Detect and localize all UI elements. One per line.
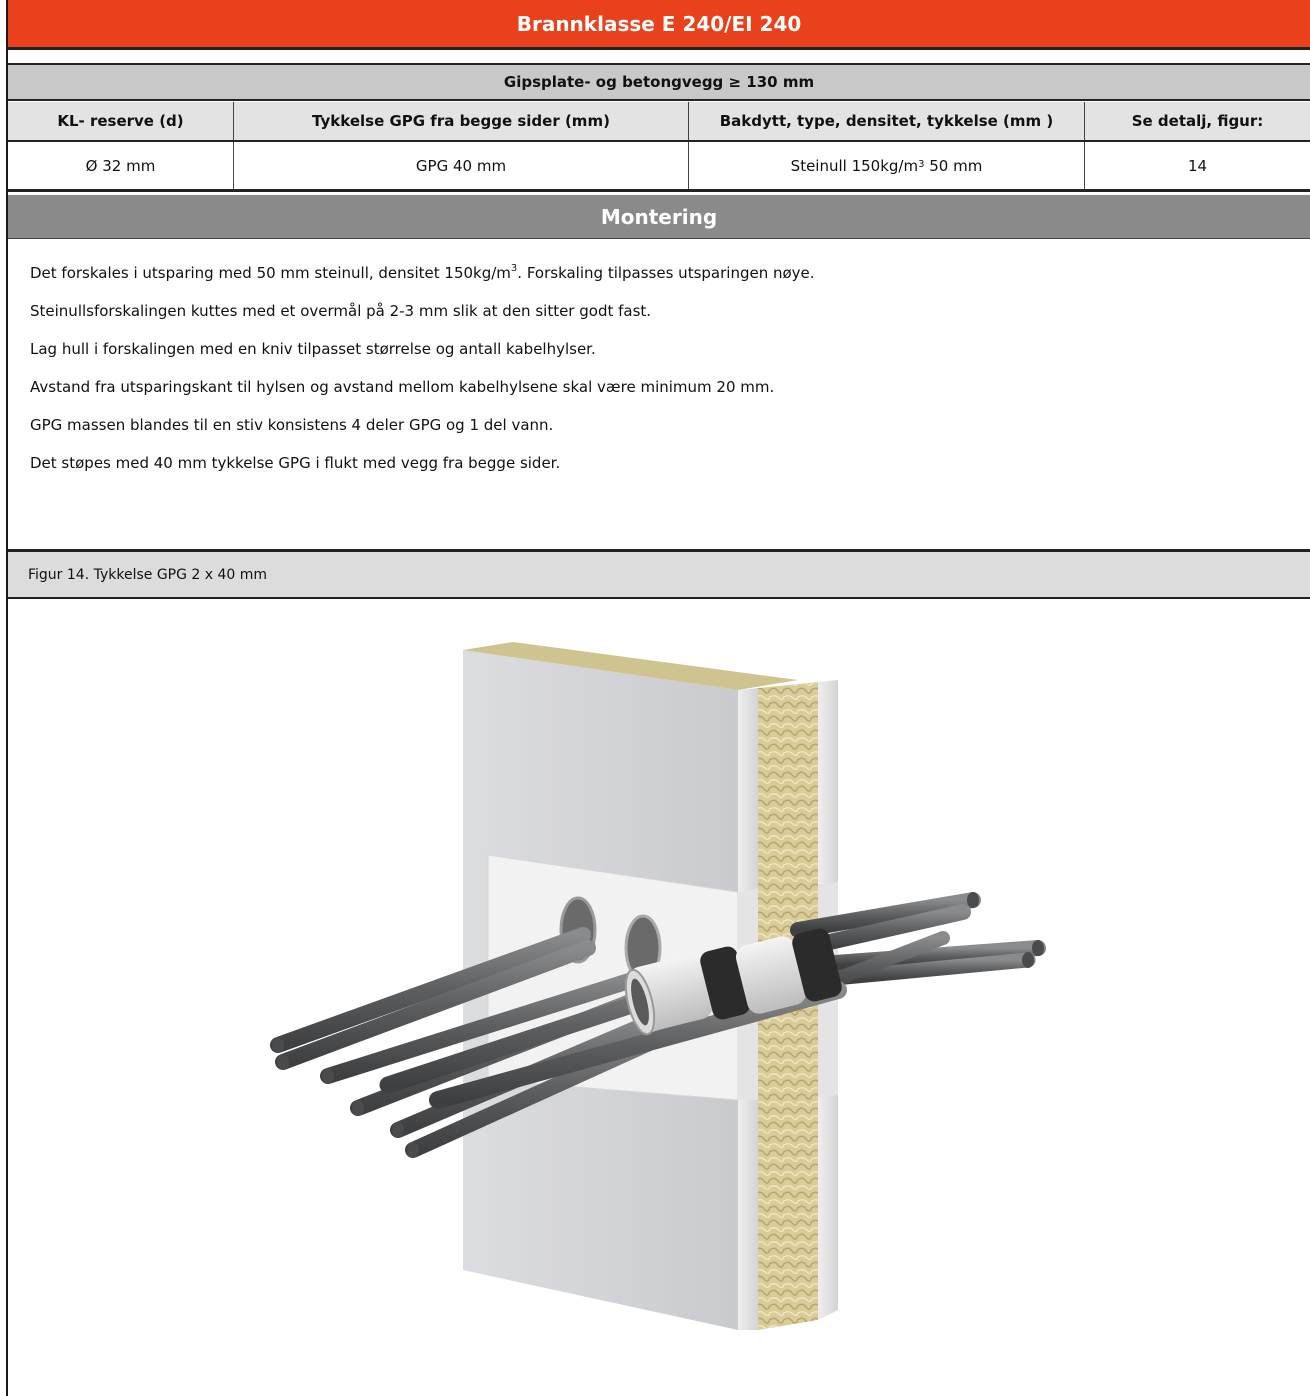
backfill-text: Steinull 150kg/m bbox=[790, 156, 919, 175]
figure-caption: Figur 14. Tykkelse GPG 2 x 40 mm bbox=[8, 549, 1310, 599]
instruction-superscript: 3 bbox=[510, 263, 518, 274]
header-thickness: Tykkelse GPG fra begge sider (mm) bbox=[234, 102, 689, 140]
document-sheet: Brannklasse E 240/EI 240 Gipsplate- og b… bbox=[6, 0, 1310, 1396]
instructions-list: Det forskales i utsparing med 50 mm stei… bbox=[30, 262, 1300, 490]
header-backfill: Bakdytt, type, densitet, tykkelse (mm ) bbox=[689, 102, 1085, 140]
instruction-line: Det forskales i utsparing med 50 mm stei… bbox=[30, 262, 1300, 300]
instruction-line: Avstand fra utsparingskant til hylsen og… bbox=[30, 378, 775, 396]
document-subtitle: Gipsplate- og betongvegg ≥ 130 mm bbox=[8, 63, 1310, 101]
instruction-line: Det støpes med 40 mm tykkelse GPG i fluk… bbox=[30, 454, 561, 472]
cell-figure: 14 bbox=[1187, 156, 1208, 175]
table-header-row: KL- reserve (d) Tykkelse GPG fra begge s… bbox=[8, 102, 1310, 142]
cable-bundle-left bbox=[270, 927, 847, 1158]
instruction-text-suffix: . Forskaling tilpasses utsparingen nøye. bbox=[517, 264, 815, 282]
backfill-text-suffix: 50 mm bbox=[924, 156, 983, 175]
header-reserve: KL- reserve (d) bbox=[8, 102, 234, 140]
instruction-text: Det forskales i utsparing med 50 mm stei… bbox=[30, 264, 511, 282]
section-title: Montering bbox=[8, 195, 1310, 239]
cell-thickness: GPG 40 mm bbox=[234, 142, 689, 189]
cable-ends bbox=[272, 892, 1044, 1158]
cell-reserve: Ø 32 mm bbox=[8, 142, 234, 189]
header-figure: Se detalj, figur: bbox=[1131, 112, 1264, 130]
instruction-line: GPG massen blandes til en stiv konsisten… bbox=[30, 416, 554, 434]
wall-top bbox=[463, 642, 798, 690]
document-title: Brannklasse E 240/EI 240 bbox=[8, 0, 1310, 50]
instruction-line: Lag hull i forskalingen med en kniv tilp… bbox=[30, 340, 596, 358]
instruction-line: Steinullsforskalingen kuttes med et over… bbox=[30, 302, 652, 320]
cable-sleeves bbox=[624, 928, 842, 1036]
wall-penetration-illustration bbox=[270, 642, 1046, 1330]
